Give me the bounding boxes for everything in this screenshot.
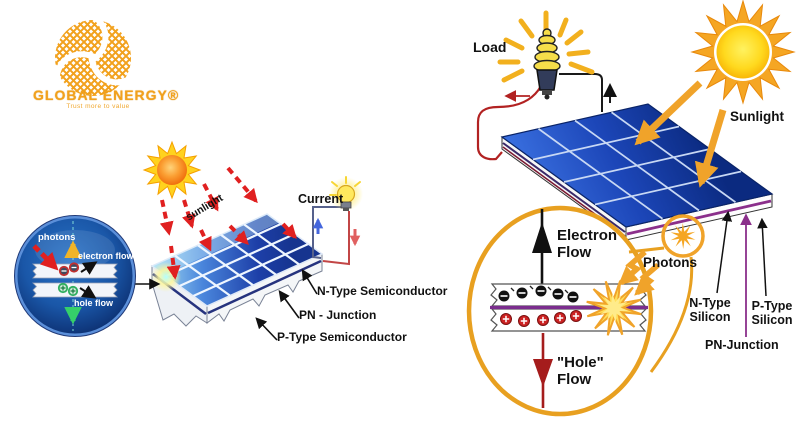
current-label: Current xyxy=(298,192,344,206)
photon-spot-circle-icon xyxy=(661,214,705,258)
pn-junction-label-right: PN-Junction xyxy=(705,338,779,352)
left-current-circuit xyxy=(312,176,363,266)
p-type-semiconductor-label: P-Type Semiconductor xyxy=(277,330,407,344)
electron-row xyxy=(498,285,579,303)
zoom-lens-links xyxy=(628,246,694,373)
hole-flow-label-inset: hole flow xyxy=(74,298,113,308)
photons-label-right: Photons xyxy=(643,255,697,270)
right-label-pointers xyxy=(716,210,768,337)
logo-title: GLOBAL ENERGY® xyxy=(33,87,180,103)
right-sun-icon xyxy=(690,0,796,105)
n-type-semiconductor-label: N-Type Semiconductor xyxy=(317,284,448,298)
hole-flow-line1: "Hole" xyxy=(557,354,604,371)
inset-holes xyxy=(57,282,97,299)
n-type-line1: N-Type xyxy=(689,296,731,310)
left-solar-panel xyxy=(151,214,322,327)
sunlight-arrows xyxy=(634,80,727,188)
right-junction-inset xyxy=(466,205,654,417)
left-pn-junction-inset xyxy=(14,215,136,337)
photon-impact-starburst-icon xyxy=(586,280,642,336)
logo-tagline: Trust more to value xyxy=(66,103,130,110)
electron-flow-label-inset: electron flow xyxy=(78,251,134,261)
load-circuit xyxy=(476,10,617,161)
hole-row xyxy=(500,310,582,327)
photons-label-inset: photons xyxy=(38,232,76,243)
p-type-line2: Silicon xyxy=(751,313,793,328)
inset-electrons xyxy=(58,261,98,277)
hole-flow-line2: Flow xyxy=(557,371,592,389)
n-type-silicon-label: N-Type Silicon xyxy=(686,296,734,325)
electron-flow-line1: Electron xyxy=(557,227,618,244)
left-label-pointers xyxy=(255,268,318,341)
left-sun-icon xyxy=(142,140,202,200)
incandescent-bulb-icon xyxy=(329,176,363,211)
cfl-bulb-icon xyxy=(497,10,595,100)
hole-flow-label-right: "Hole" Flow xyxy=(557,354,604,389)
electron-flow-label-right: Electron Flow xyxy=(557,227,617,262)
load-label: Load xyxy=(473,39,507,55)
hotspot-glow xyxy=(151,262,181,292)
n-type-line2: Silicon xyxy=(689,310,731,325)
electron-flow-line2: Flow xyxy=(557,244,592,262)
inset-photon-arrow-icon xyxy=(32,244,59,271)
p-type-silicon-label: P-Type Silicon xyxy=(748,299,796,328)
sunlight-label-right: Sunlight xyxy=(730,109,784,124)
p-type-line1: P-Type xyxy=(751,299,793,313)
photon-bolt-arrows xyxy=(618,249,660,296)
global-energy-logo-icon xyxy=(53,15,131,96)
sunlight-ray-arrows xyxy=(159,166,297,280)
pn-junction-label-left: PN - Junction xyxy=(299,308,377,322)
